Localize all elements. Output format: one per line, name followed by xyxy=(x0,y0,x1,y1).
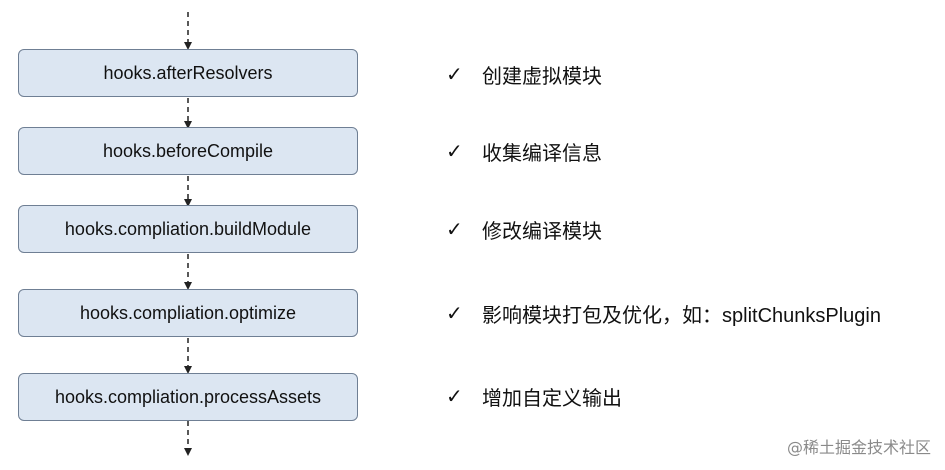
note-1: ✓ 创建虚拟模块 xyxy=(446,58,602,90)
note-text: 创建虚拟模块 xyxy=(482,65,602,88)
check-icon: ✓ xyxy=(446,217,463,241)
note-text: 收集编译信息 xyxy=(482,142,602,165)
note-5: ✓ 增加自定义输出 xyxy=(446,380,622,412)
hook-box-optimize: hooks.compliation.optimize xyxy=(18,289,358,337)
check-icon: ✓ xyxy=(446,62,463,86)
note-text: 增加自定义输出 xyxy=(482,387,622,410)
note-text: 修改编译模块 xyxy=(482,220,602,243)
hook-box-after-resolvers: hooks.afterResolvers xyxy=(18,49,358,97)
note-text: 影响模块打包及优化，如：splitChunksPlugin xyxy=(482,304,881,327)
hook-box-process-assets: hooks.compliation.processAssets xyxy=(18,373,358,421)
note-4: ✓ 影响模块打包及优化，如：splitChunksPlugin xyxy=(446,297,881,329)
hook-label: hooks.compliation.optimize xyxy=(79,302,297,323)
hook-label: hooks.compliation.processAssets xyxy=(54,386,322,407)
note-3: ✓ 修改编译模块 xyxy=(446,213,602,245)
hook-label: hooks.compliation.buildModule xyxy=(64,218,312,239)
note-2: ✓ 收集编译信息 xyxy=(446,135,602,167)
hook-box-build-module: hooks.compliation.buildModule xyxy=(18,205,358,253)
hook-label: hooks.afterResolvers xyxy=(103,62,273,83)
check-icon: ✓ xyxy=(446,139,463,163)
hook-label: hooks.beforeCompile xyxy=(102,140,274,161)
hook-box-before-compile: hooks.beforeCompile xyxy=(18,127,358,175)
check-icon: ✓ xyxy=(446,301,463,325)
check-icon: ✓ xyxy=(446,384,463,408)
watermark: @稀土掘金技术社区 xyxy=(786,438,931,457)
